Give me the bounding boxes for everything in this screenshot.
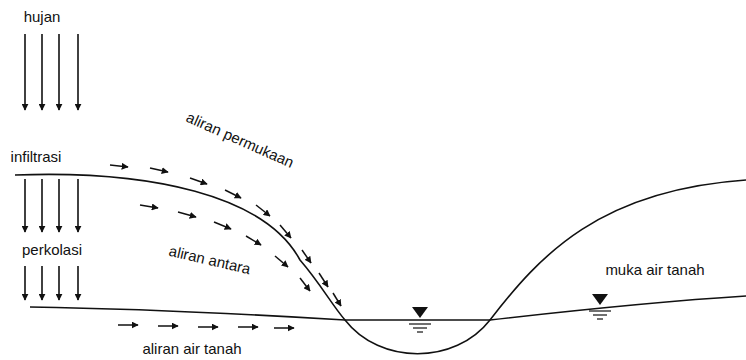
infiltration-arrows xyxy=(25,179,78,232)
groundwater-flow-label: aliran air tanah xyxy=(140,341,243,358)
water-level-symbol xyxy=(409,307,431,332)
water-table xyxy=(30,307,345,320)
ground-surface xyxy=(15,174,746,353)
surface-flow-arrows xyxy=(110,165,341,306)
percolation-arrows xyxy=(25,266,78,300)
water-table-label: muka air tanah xyxy=(603,262,706,279)
infiltration-label: infiltrasi xyxy=(9,149,64,166)
water-table xyxy=(490,296,746,320)
water-table-symbol xyxy=(589,294,611,319)
water-level xyxy=(345,319,490,320)
interflow-arrows xyxy=(140,205,310,291)
groundwater-flow-arrows xyxy=(118,325,294,328)
percolation-label: perkolasi xyxy=(20,242,84,259)
surface-flow-label: aliran permukaan xyxy=(182,108,298,172)
interflow-label: aliran antara xyxy=(166,242,255,278)
rain-label: hujan xyxy=(22,9,63,26)
rain-arrows xyxy=(25,34,78,110)
